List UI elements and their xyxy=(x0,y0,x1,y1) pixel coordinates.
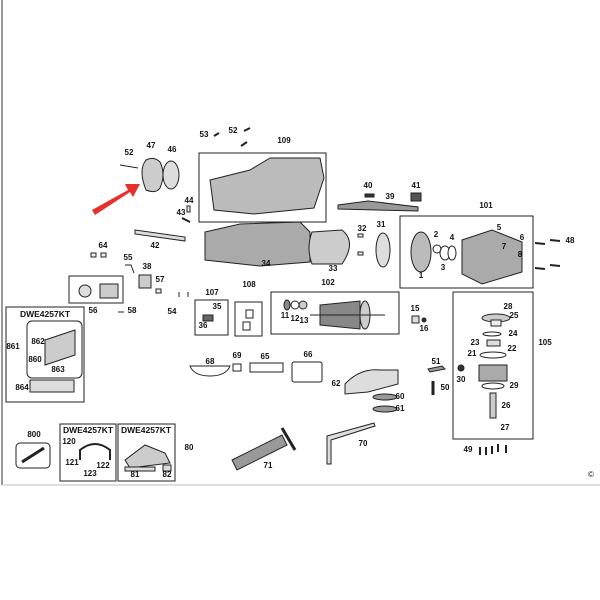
callout: 52 xyxy=(228,126,238,135)
box-107 xyxy=(194,299,229,336)
callout: 39 xyxy=(385,192,395,201)
callout: 12 xyxy=(290,314,300,323)
callout: 105 xyxy=(538,338,552,347)
callout: 40 xyxy=(363,181,373,190)
callout: 23 xyxy=(470,338,480,347)
callout: 32 xyxy=(357,224,367,233)
callout: 860 xyxy=(28,355,42,364)
callout: 7 xyxy=(501,242,507,251)
callout: 15 xyxy=(410,304,420,313)
box-kit-80 xyxy=(117,423,176,482)
callout: 21 xyxy=(467,349,477,358)
callout: 58 xyxy=(127,306,137,315)
box-108 xyxy=(234,301,263,337)
callout: 864 xyxy=(15,383,29,392)
box-kit-guard xyxy=(59,423,117,482)
callout: 82 xyxy=(162,470,172,479)
callout: 1 xyxy=(418,271,424,280)
callout: 2 xyxy=(433,230,439,239)
callout: 16 xyxy=(419,324,429,333)
callout: 121 xyxy=(65,458,79,467)
box-105 xyxy=(452,291,534,440)
callout: 24 xyxy=(508,329,518,338)
callout: 81 xyxy=(130,470,140,479)
callout: 34 xyxy=(261,259,271,268)
callout: 33 xyxy=(328,264,338,273)
callout: 5 xyxy=(496,223,502,232)
callout: 43 xyxy=(176,208,186,217)
callout: 863 xyxy=(51,365,65,374)
callout: 108 xyxy=(242,280,256,289)
callout: 122 xyxy=(96,461,110,470)
callout: 3 xyxy=(440,263,446,272)
callout: 49 xyxy=(463,445,473,454)
callout: 57 xyxy=(155,275,165,284)
callout: 51 xyxy=(431,357,441,366)
callout: 42 xyxy=(150,241,160,250)
callout: 70 xyxy=(358,439,368,448)
callout: 29 xyxy=(509,381,519,390)
callout: 48 xyxy=(565,236,575,245)
callout: 65 xyxy=(260,352,270,361)
callout: 56 xyxy=(88,306,98,315)
callout: 123 xyxy=(83,469,97,478)
callout: 64 xyxy=(98,241,108,250)
callout: 69 xyxy=(232,351,242,360)
callout: 102 xyxy=(321,278,335,287)
callout: 54 xyxy=(167,307,177,316)
callout: 52 xyxy=(124,148,134,157)
callout: 60 xyxy=(395,392,405,401)
callout: 62 xyxy=(331,379,341,388)
callout: 11 xyxy=(280,311,290,320)
callout: 44 xyxy=(184,196,194,205)
callout: 41 xyxy=(411,181,421,190)
callout: 66 xyxy=(303,350,313,359)
callout: 28 xyxy=(503,302,513,311)
callout: 36 xyxy=(198,321,208,330)
callout: 80 xyxy=(184,443,194,452)
callout: 50 xyxy=(440,383,450,392)
kit-title-80: DWE4257KT xyxy=(120,425,172,435)
callout: 120 xyxy=(62,437,76,446)
callout: 8 xyxy=(517,250,523,259)
callout: 27 xyxy=(500,423,510,432)
callout: 35 xyxy=(212,302,222,311)
callout: 101 xyxy=(479,201,493,210)
box-109 xyxy=(198,152,327,223)
callout: 38 xyxy=(142,262,152,271)
kit-title-case: DWE4257KT xyxy=(19,309,71,319)
kit-title-guard: DWE4257KT xyxy=(62,425,114,435)
callout: 862 xyxy=(31,337,45,346)
box-56 xyxy=(68,275,124,304)
callout: 800 xyxy=(27,430,41,439)
callout: 861 xyxy=(6,342,20,351)
callout: 4 xyxy=(449,233,455,242)
box-kit-case xyxy=(5,306,85,403)
callout: 71 xyxy=(263,461,273,470)
box-case-inner xyxy=(26,320,83,379)
highlight-arrow xyxy=(92,184,140,215)
callout: 61 xyxy=(395,404,405,413)
callout: 30 xyxy=(456,375,466,384)
callout: 68 xyxy=(205,357,215,366)
callout: 31 xyxy=(376,220,386,229)
callout: 55 xyxy=(123,253,133,262)
callout: 47 xyxy=(146,141,156,150)
callout: 109 xyxy=(277,136,291,145)
copyright-symbol: © xyxy=(588,470,594,479)
box-800 xyxy=(15,442,51,469)
callout: 107 xyxy=(205,288,219,297)
box-102 xyxy=(270,291,400,335)
box-101 xyxy=(399,215,534,289)
callout: 46 xyxy=(167,145,177,154)
callout: 26 xyxy=(501,401,511,410)
callout: 13 xyxy=(299,316,309,325)
callout: 25 xyxy=(509,311,519,320)
callout: 53 xyxy=(199,130,209,139)
callout: 6 xyxy=(519,233,525,242)
callout: 22 xyxy=(507,344,517,353)
